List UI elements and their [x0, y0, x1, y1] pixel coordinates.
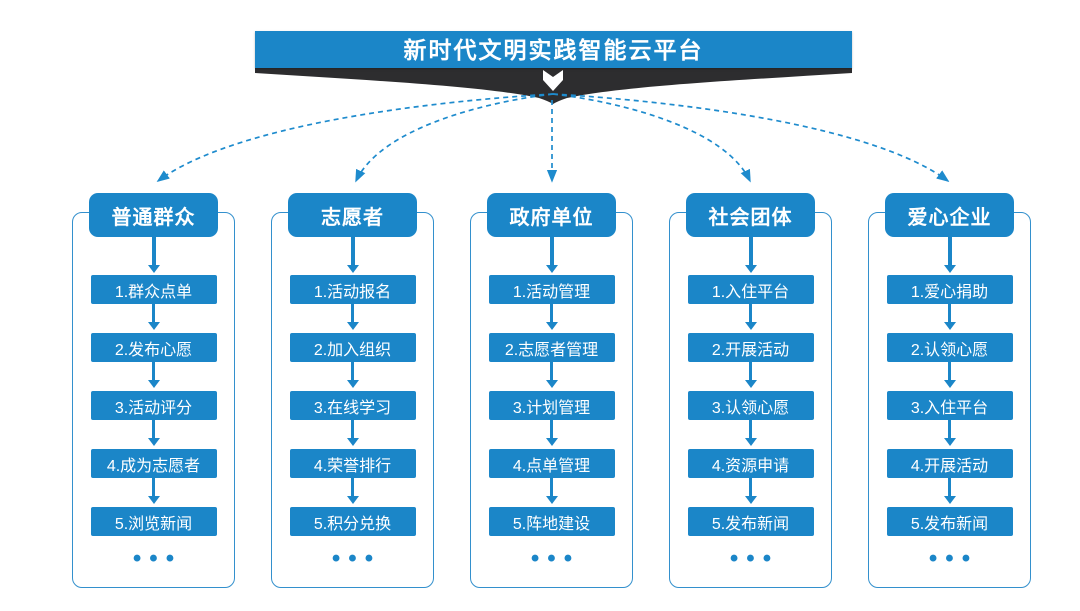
column-header: 普通群众 — [89, 193, 218, 237]
ellipsis-more: ••• — [530, 545, 581, 572]
flow-step: 1.活动报名 — [289, 275, 416, 304]
down-arrow-icon — [152, 420, 155, 438]
down-arrow-icon — [948, 420, 951, 438]
column-enterprises: 爱心企业 1.爱心捐助 2.认领心愿 3.入住平台 4.开展活动 5.发布新闻 … — [867, 193, 1032, 588]
down-arrow-icon — [351, 420, 354, 438]
dashed-connector-5 — [552, 93, 950, 183]
down-arrow-icon — [948, 478, 951, 496]
flow-step: 4.成为志愿者 — [90, 449, 217, 478]
platform-title-banner: 新时代文明实践智能云平台 — [255, 31, 852, 68]
flow-step: 2.开展活动 — [687, 333, 814, 362]
down-arrow-icon — [749, 304, 752, 322]
flow-step: 1.活动管理 — [488, 275, 615, 304]
down-arrow-icon — [550, 362, 553, 380]
down-arrow-icon — [549, 237, 554, 265]
down-arrow-icon — [351, 362, 354, 380]
column-government: 政府单位 1.活动管理 2.志愿者管理 3.计划管理 4.点单管理 5.阵地建设… — [469, 193, 634, 588]
flow-step: 4.资源申请 — [687, 449, 814, 478]
down-arrow-icon — [152, 304, 155, 322]
down-arrow-icon — [749, 478, 752, 496]
ellipsis-more: ••• — [729, 545, 780, 572]
connector-layer — [156, 68, 950, 183]
down-arrow-icon — [749, 362, 752, 380]
down-arrow-icon — [550, 304, 553, 322]
down-arrow-icon — [151, 237, 156, 265]
flow-step: 3.认领心愿 — [687, 391, 814, 420]
flow-step: 2.志愿者管理 — [488, 333, 615, 362]
flow-step: 3.计划管理 — [488, 391, 615, 420]
chevron-down-icon — [543, 70, 563, 91]
flow-step: 1.入住平台 — [687, 275, 814, 304]
flow-step: 5.浏览新闻 — [90, 507, 217, 536]
flow-step: 3.入住平台 — [886, 391, 1013, 420]
flow-step: 1.爱心捐助 — [886, 275, 1013, 304]
down-arrow-icon — [351, 304, 354, 322]
ellipsis-more: ••• — [132, 545, 183, 572]
flow-step: 5.积分兑换 — [289, 507, 416, 536]
flow-step: 4.点单管理 — [488, 449, 615, 478]
column-header: 爱心企业 — [885, 193, 1014, 237]
down-arrow-icon — [948, 362, 951, 380]
down-arrow-icon — [350, 237, 355, 265]
flow-step: 3.活动评分 — [90, 391, 217, 420]
down-arrow-icon — [748, 237, 753, 265]
column-social-groups: 社会团体 1.入住平台 2.开展活动 3.认领心愿 4.资源申请 5.发布新闻 … — [668, 193, 833, 588]
column-volunteers: 志愿者 1.活动报名 2.加入组织 3.在线学习 4.荣誉排行 5.积分兑换 •… — [270, 193, 435, 588]
flow-step: 5.发布新闻 — [886, 507, 1013, 536]
flow-step: 2.加入组织 — [289, 333, 416, 362]
down-arrow-icon — [550, 420, 553, 438]
column-general-public: 普通群众 1.群众点单 2.发布心愿 3.活动评分 4.成为志愿者 5.浏览新闻… — [71, 193, 236, 588]
dashed-connector-2 — [355, 93, 554, 183]
column-header: 社会团体 — [686, 193, 815, 237]
dashed-connector-4 — [552, 93, 751, 183]
dashed-connector-1 — [156, 93, 554, 183]
flow-step: 2.认领心愿 — [886, 333, 1013, 362]
flow-step: 5.发布新闻 — [687, 507, 814, 536]
flow-step: 4.开展活动 — [886, 449, 1013, 478]
down-arrow-icon — [948, 304, 951, 322]
flow-step: 1.群众点单 — [90, 275, 217, 304]
down-arrow-icon — [351, 478, 354, 496]
down-arrow-icon — [749, 420, 752, 438]
down-arrow-icon — [152, 478, 155, 496]
flow-step: 5.阵地建设 — [488, 507, 615, 536]
ellipsis-more: ••• — [331, 545, 382, 572]
flow-step: 3.在线学习 — [289, 391, 416, 420]
down-arrow-icon — [947, 237, 952, 265]
down-arrow-icon — [550, 478, 553, 496]
down-arrow-icon — [152, 362, 155, 380]
column-header: 志愿者 — [288, 193, 417, 237]
column-header: 政府单位 — [487, 193, 616, 237]
flow-step: 4.荣誉排行 — [289, 449, 416, 478]
ellipsis-more: ••• — [928, 545, 979, 572]
flow-step: 2.发布心愿 — [90, 333, 217, 362]
